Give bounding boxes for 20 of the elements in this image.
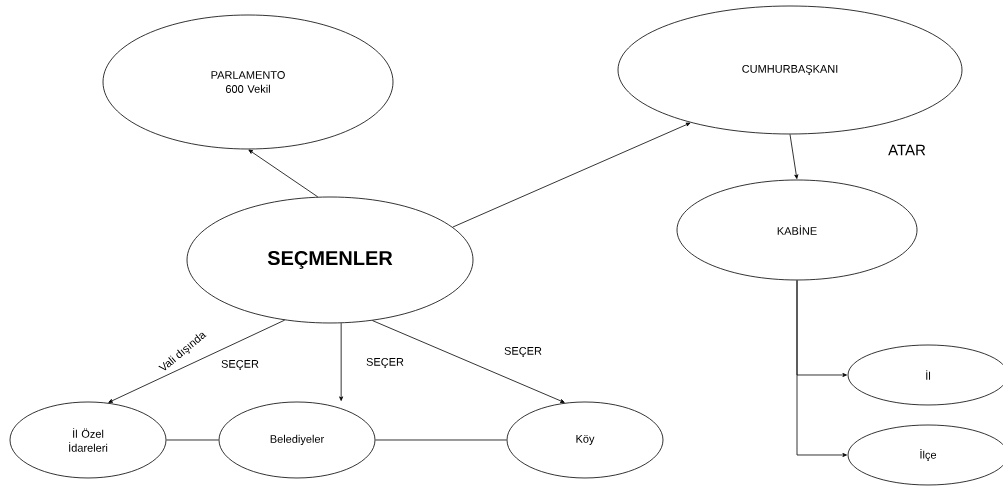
ellipse-node: KABİNE <box>676 179 918 281</box>
arrow <box>339 322 344 401</box>
ellipse-node: Belediyeler <box>218 401 376 479</box>
arrow <box>789 134 799 179</box>
ellipse-node: SEÇMENLER <box>186 196 474 324</box>
connector-line <box>375 439 507 441</box>
edge-label: SEÇER <box>220 359 260 371</box>
label-text: ATAR <box>888 144 926 156</box>
edge-label: SEÇER <box>503 346 543 358</box>
edge-label: SEÇER <box>365 357 405 369</box>
ellipse-node: Köy <box>506 401 664 479</box>
arrow <box>452 122 691 228</box>
ellipse-node: PARLAMENTO 600 Vekil <box>102 14 394 150</box>
arrow <box>108 319 286 403</box>
ellipse-node: İl Özel İdareleri <box>9 401 167 479</box>
arrow <box>248 149 319 198</box>
connector-line <box>166 439 219 441</box>
arrow <box>372 320 565 403</box>
arrow <box>796 280 847 457</box>
ellipse-node: CUMHURBAŞKANI <box>617 5 963 135</box>
